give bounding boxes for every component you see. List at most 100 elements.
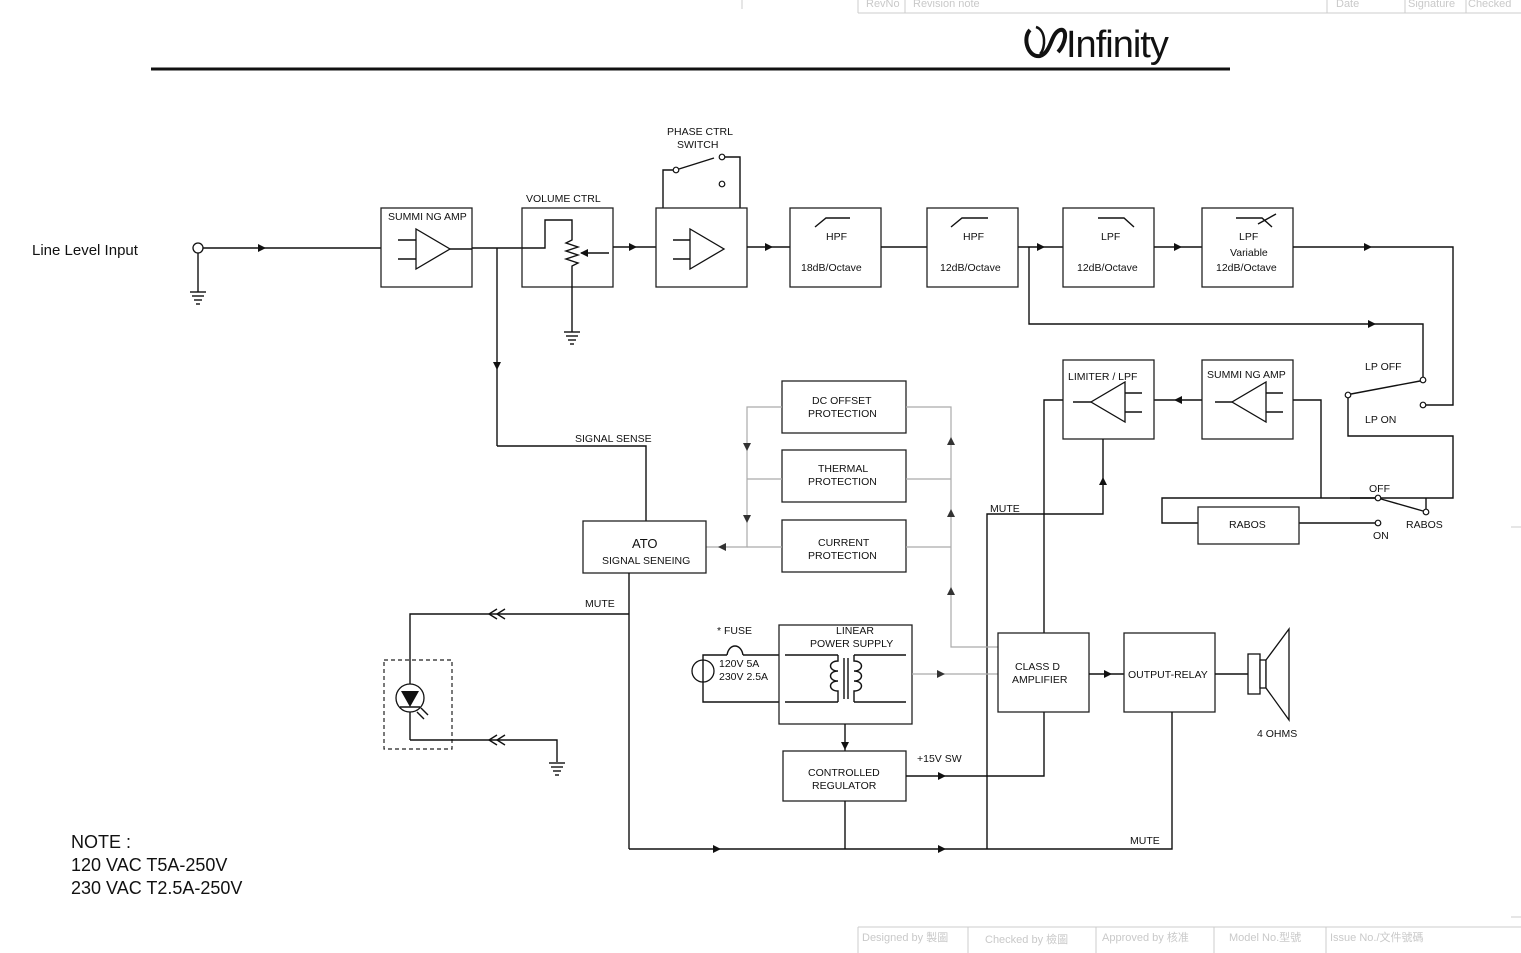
summing-amp-2-block: SUMMI NG AMP <box>1201 359 1294 440</box>
summing-amp-block: SUMMI NG AMP <box>380 207 473 288</box>
signal-seneing-label: SIGNAL SENEING <box>602 555 690 567</box>
infinity-swirl-icon <box>1024 25 1067 59</box>
ground-icon <box>564 331 580 345</box>
phase-ctrl-block: PHASE CTRL SWITCH <box>655 126 748 288</box>
mute-label: MUTE <box>1130 835 1160 847</box>
lpf-variable-label: Variable <box>1230 247 1268 259</box>
controlled-regulator-block: CONTROLLED REGULATOR <box>782 750 907 802</box>
arrow-icon <box>1174 243 1182 251</box>
lpf-12db-block: LPF 12dB/Octave <box>1062 207 1155 288</box>
infinity-logo: Infinity <box>1024 24 1170 66</box>
ato-label: ATO <box>632 536 658 551</box>
volume-ctrl-label: VOLUME CTRL <box>526 193 601 205</box>
limiter-lpf-label: LIMITER / LPF <box>1068 371 1137 383</box>
arrow-icon <box>841 742 849 750</box>
phase-switch-icon[interactable] <box>662 153 741 208</box>
volume-ctrl-block: VOLUME CTRL <box>521 193 614 345</box>
summing-amp-label: SUMMI NG AMP <box>388 211 467 223</box>
ground-icon <box>549 762 565 776</box>
logo-text: Infinity <box>1066 24 1169 66</box>
double-chevron-icon <box>487 734 506 746</box>
hpf-18db-block: HPF 18dB/Octave <box>789 207 882 288</box>
ground-icon <box>190 291 206 305</box>
date-label: Date <box>1336 0 1359 10</box>
current-protection-block: CURRENT PROTECTION <box>781 519 907 573</box>
potentiometer-icon <box>522 219 609 332</box>
plus-15v-label: +15V SW <box>917 753 962 765</box>
fuse-120-label: 120V 5A <box>719 658 759 670</box>
wire <box>702 682 779 703</box>
lpf-label: LPF <box>1101 231 1120 243</box>
hpf-label: HPF <box>963 231 984 243</box>
arrow-icon <box>258 244 266 252</box>
hpf-slope-label: 12dB/Octave <box>940 262 1001 274</box>
wire <box>1161 497 1375 524</box>
title-block-top: RevNo Revision note Date Signature Check… <box>741 0 1521 14</box>
fuse-230-label: 230V 2.5A <box>719 671 768 683</box>
class-d-amplifier-block: CLASS D AMPLIFIER <box>997 632 1090 713</box>
fuse-label: * FUSE <box>717 625 752 637</box>
dc-offset-label: DC OFFSET <box>812 395 872 407</box>
power-supply-label: POWER SUPPLY <box>810 638 893 650</box>
wire <box>702 654 727 660</box>
fuse-icon <box>726 645 744 656</box>
arrow-icon <box>765 243 773 251</box>
hpf-slope-label: 18dB/Octave <box>801 262 862 274</box>
line-level-input-label: Line Level Input <box>32 242 139 259</box>
protection-label: PROTECTION <box>808 408 877 420</box>
lpf-slope-label: 12dB/Octave <box>1077 262 1138 274</box>
limiter-lpf-block: LIMITER / LPF <box>1062 359 1155 440</box>
transformer-icon <box>785 654 906 703</box>
revision-note-label: Revision note <box>913 0 980 10</box>
output-relay-block: OUTPUT-RELAY <box>1123 632 1216 713</box>
rabos-switch[interactable]: OFF ON RABOS <box>1369 483 1443 542</box>
note-line-2: 230 VAC T2.5A-250V <box>71 878 242 898</box>
arrow-icon <box>1099 477 1107 485</box>
wire <box>1347 398 1454 499</box>
led-indicator <box>383 659 453 750</box>
speaker-icon <box>1247 627 1290 723</box>
phase-ctrl-label-line1: PHASE CTRL <box>667 126 733 138</box>
rev-no-label: RevNo <box>866 0 900 10</box>
double-chevron-icon <box>487 608 506 620</box>
note-title: NOTE : <box>71 832 131 852</box>
title-block-bottom: Designed by 製圖 Checked by 檢圖 Approved by… <box>857 526 1521 953</box>
input-jack-icon <box>192 242 204 292</box>
controlled-label: CONTROLLED <box>808 767 880 779</box>
lpf-label: LPF <box>1239 231 1258 243</box>
wire-lp-on <box>1293 246 1454 406</box>
amplifier-icon <box>1215 380 1283 424</box>
linear-power-supply-block: LINEAR POWER SUPPLY <box>778 624 913 725</box>
on-label: ON <box>1373 530 1389 542</box>
arrow-icon <box>1174 396 1182 404</box>
arrow-icon <box>937 670 945 678</box>
wire-to-amp <box>1043 399 1063 633</box>
arrow-icon <box>493 362 501 370</box>
wire <box>410 739 558 762</box>
arrow-icon <box>713 845 721 853</box>
phase-ctrl-label-line2: SWITCH <box>677 139 718 151</box>
mute-label: MUTE <box>585 598 615 610</box>
ac-source-icon <box>691 659 715 683</box>
wire <box>1293 399 1322 498</box>
thermal-protection-block: THERMAL PROTECTION <box>781 449 907 503</box>
variable-arrow-icon <box>1257 213 1277 225</box>
off-label: OFF <box>1369 483 1390 495</box>
lpf-variable-block: LPF Variable 12dB/Octave <box>1201 207 1294 288</box>
rabos-block: RABOS <box>1197 506 1300 545</box>
output-relay-label: OUTPUT-RELAY <box>1128 669 1208 681</box>
regulator-label: REGULATOR <box>812 780 877 792</box>
designed-by-label: Designed by 製圖 <box>862 930 948 944</box>
protection-wiring <box>706 406 998 648</box>
current-label: CURRENT <box>818 537 870 549</box>
wire-15v <box>906 712 1045 777</box>
amplifier-label: AMPLIFIER <box>1012 674 1068 686</box>
wire-lp-off <box>1028 247 1424 380</box>
arrow-icon <box>1037 243 1045 251</box>
wire-led <box>409 613 629 685</box>
lowpass-curve-icon <box>1098 217 1135 228</box>
mute-label: MUTE <box>990 503 1020 515</box>
lp-switch[interactable]: LP OFF LP ON <box>1344 361 1427 426</box>
lowpass-curve-icon <box>1236 217 1273 228</box>
